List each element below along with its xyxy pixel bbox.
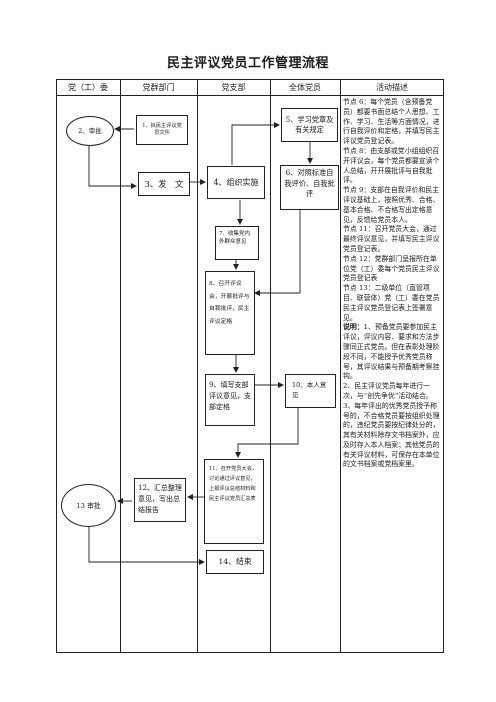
note-1: 1、预备党员要参加民主评议，评议内容、要求和方法步骤同正式党员。但在表彰处理阶段… xyxy=(343,323,440,381)
column-header-all-members: 全体党员 xyxy=(289,83,321,92)
flow-table-frame xyxy=(56,79,444,653)
description-node-11: 节点 11：召开党员大会，通过最终评议意见，并填写民主评议党员登记表。 xyxy=(343,225,440,253)
node-9-branch-opinion: 9、填写支部评议意见，支部定格 xyxy=(205,374,255,426)
node-12-summary-report: 12、汇总整理意见，写出总结报告 xyxy=(134,478,186,522)
note-3: 3、每年评出的优秀党员授予称号的，不合格党员要按组织处理的，违纪党员要按纪律处分… xyxy=(343,401,440,469)
column-divider xyxy=(340,79,341,653)
node-3-issue-document: 3、发 文 xyxy=(138,172,190,196)
node-8-review-meeting: 8、召开评议会，开展批评与自我批评，民主评议定格 xyxy=(205,271,255,355)
arrow-6-to-8 xyxy=(254,210,301,296)
node-13-approval: 13 审批 xyxy=(61,484,116,527)
column-divider xyxy=(120,79,121,653)
node-7-collect-opinions: 7、收集党内外群众意见 xyxy=(215,226,259,260)
column-header-party-committee: 党（工）委 xyxy=(68,83,108,92)
node-10-personal-opinion: 10、本人意见 xyxy=(285,374,336,408)
header-divider xyxy=(56,95,444,96)
node-5-study-charter: 5、学习党章及有关规定 xyxy=(281,108,338,142)
column-header-party-dept: 党群部门 xyxy=(142,83,175,92)
node-4-organize: 4、组织实施 xyxy=(207,166,265,199)
node-2-approval: 2、审批 xyxy=(66,116,114,146)
page-title: 民主评议党员工作管理流程 xyxy=(166,56,329,71)
description-node-6: 节点 6：每个党员（含预备党员）都要书面总结个人思想、工作、学习、生活等方面情况… xyxy=(343,98,440,146)
node-11-member-assembly: 11、召开党员大会，讨论通过评议意见，上报评议总结材料和民主评议党员汇总表 xyxy=(204,459,264,544)
arrow-10-to-11 xyxy=(235,408,299,458)
column-header-description: 活动描述 xyxy=(376,83,408,92)
description-node-8: 节点 8：由支部或党小组组织召开评议会，每个党员都要宣读个人总结，开开展批评与自… xyxy=(343,146,440,185)
description-node-12: 节点 12：党群部门呈报所在单位党（工）委每个党员民主评议党员登记表 xyxy=(343,254,440,283)
column-divider xyxy=(270,79,271,653)
activity-description: 节点 6：每个党员（含预备党员）都要书面总结个人思想、工作、学习、生活等方面情况… xyxy=(343,98,441,470)
node-6-self-evaluation: 6、对照标准自我评价、自我批评 xyxy=(280,165,339,210)
arrow-2-to-3 xyxy=(88,146,137,189)
arrow-13-to-14 xyxy=(88,527,205,565)
column-header-branch: 党支部 xyxy=(221,83,246,92)
description-node-13: 节点 13：二级单位（直管项目、联营体）党（工）委在党员民主评议党员登记表上签署… xyxy=(343,284,440,322)
description-node-9: 节点 9：支部在自我评价和民主评议基础上，按照优秀、合格、基本合格、不合格写出定… xyxy=(343,186,440,224)
column-divider xyxy=(197,79,198,653)
note-label: 说明： xyxy=(343,323,364,332)
node-1-draft-document: 1、拟民主评议党员文件 xyxy=(136,115,188,145)
node-14-end: 14、结束 xyxy=(206,550,264,574)
note-2: 2、民主评议党员每年进行一次，与“创先争优”活动结合。 xyxy=(343,382,433,400)
arrow-4-to-5 xyxy=(231,122,280,165)
